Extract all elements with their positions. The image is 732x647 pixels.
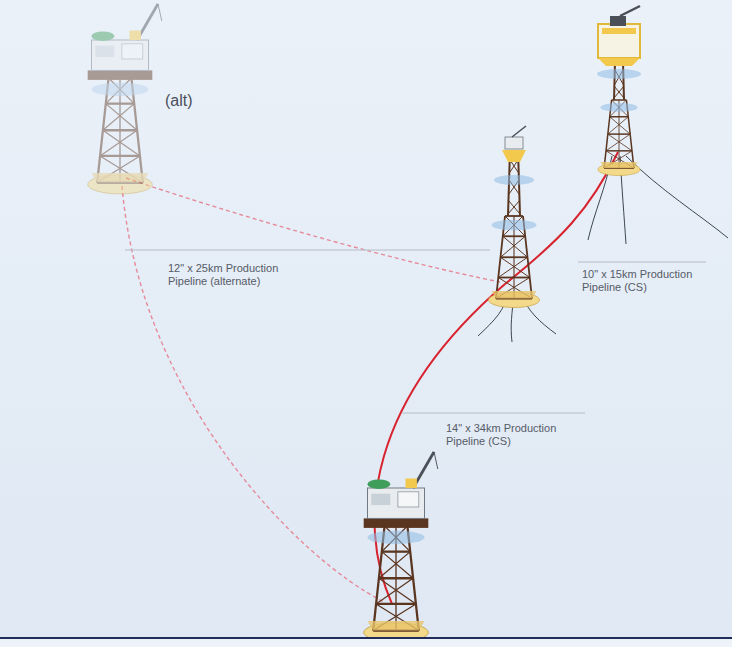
pipeline-label: 14" x 34km Production Pipeline (CS) xyxy=(446,422,568,448)
pipeline-label: 12" x 25km Production Pipeline (alternat… xyxy=(168,262,290,288)
pipeline-label: 10" x 15km Production Pipeline (CS) xyxy=(582,268,704,294)
alt-label: (alt) xyxy=(165,91,245,110)
